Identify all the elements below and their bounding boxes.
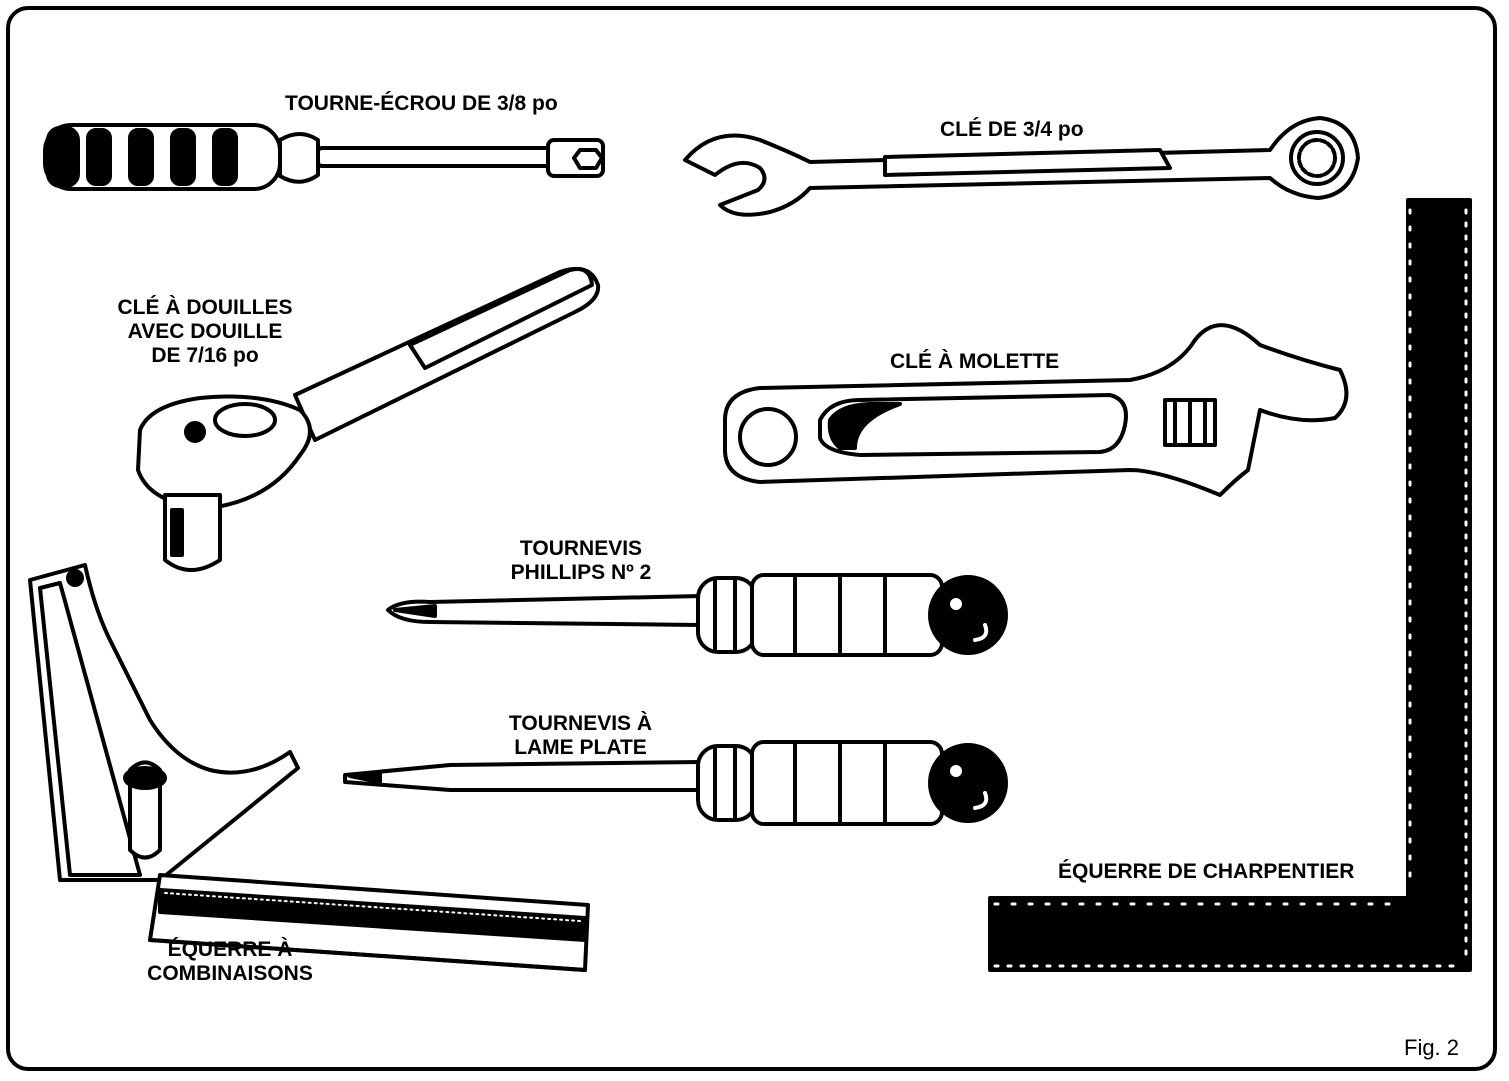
- framing-square-icon: [988, 198, 1472, 972]
- label-combination-wrench: CLÉ DE 3/4 po: [940, 118, 1084, 141]
- combination-wrench-icon: [683, 116, 1360, 217]
- label-flat-line1: TOURNEVIS À: [508, 712, 653, 735]
- label-socket-ratchet-line3: DE 7/16 po: [151, 344, 259, 367]
- label-socket-ratchet-line2: AVEC DOUILLE: [127, 320, 283, 343]
- nut-driver-icon: [43, 123, 605, 191]
- socket-ratchet-icon: [136, 267, 601, 572]
- label-socket-ratchet: CLÉ À DOUILLES AVEC DOUILLE DE 7/16 po: [115, 296, 295, 368]
- label-socket-ratchet-line1: CLÉ À DOUILLES: [117, 296, 293, 319]
- flat-screwdriver-icon: [343, 740, 1008, 826]
- figure-frame: [6, 6, 1497, 1071]
- label-phillips-line2: PHILLIPS Nº 2: [510, 561, 652, 584]
- label-flat-line2: LAME PLATE: [514, 736, 647, 759]
- label-adjustable-wrench: CLÉ À MOLETTE: [890, 350, 1060, 373]
- label-flat-screwdriver: TOURNEVIS À LAME PLATE: [493, 712, 668, 760]
- adjustable-wrench-icon: [723, 323, 1349, 497]
- label-phillips-screwdriver: TOURNEVIS PHILLIPS Nº 2: [496, 537, 666, 585]
- label-framing-square: ÉQUERRE DE CHARPENTIER: [1058, 860, 1355, 883]
- figure-number: Fig. 2: [1404, 1035, 1460, 1060]
- label-combination-square: ÉQUERRE À COMBINAISONS: [130, 938, 330, 986]
- combination-square-icon: [28, 563, 590, 972]
- label-combination-square-line2: COMBINAISONS: [147, 962, 313, 985]
- phillips-screwdriver-icon: [386, 573, 1008, 657]
- label-combination-square-line1: ÉQUERRE À: [167, 938, 293, 961]
- label-nut-driver: TOURNE-ÉCROU DE 3/8 po: [285, 92, 558, 115]
- label-phillips-line1: TOURNEVIS: [519, 537, 643, 560]
